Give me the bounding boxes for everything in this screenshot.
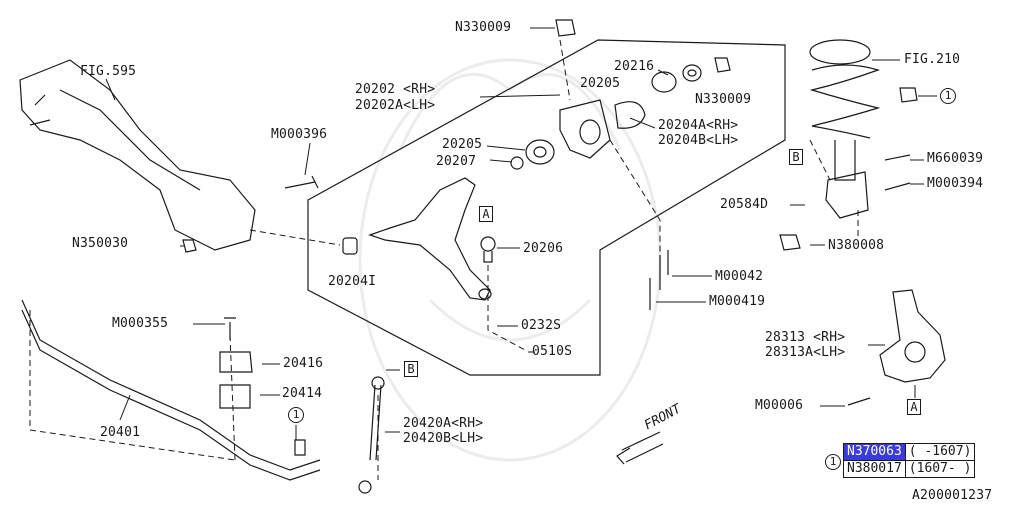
ref-circle-1-strut[interactable]: 1: [940, 88, 956, 104]
diagram-id: A200001237: [912, 488, 993, 503]
ref-circle-1-legend: 1: [825, 454, 841, 470]
label-fig595[interactable]: FIG.595: [80, 64, 137, 79]
label-20206[interactable]: 20206: [523, 241, 564, 256]
label-m00006[interactable]: M00006: [755, 398, 804, 413]
label-20416[interactable]: 20416: [283, 356, 324, 371]
label-0510s[interactable]: 0510S: [532, 344, 573, 359]
label-m000396[interactable]: M000396: [271, 127, 328, 142]
label-20202[interactable]: 20202 <RH>: [355, 82, 436, 97]
ref-box-b-link[interactable]: B: [404, 361, 418, 377]
label-20202a[interactable]: 20202A<LH>: [355, 98, 436, 113]
label-20420b[interactable]: 20420B<LH>: [403, 431, 484, 446]
label-m00042[interactable]: M00042: [715, 269, 764, 284]
stabilizer-bar: [21, 299, 321, 471]
label-20204b[interactable]: 20204B<LH>: [658, 133, 739, 148]
ref-circle-1-link[interactable]: 1: [288, 407, 304, 423]
table-row: N380017 (1607- ): [843, 460, 976, 478]
ref-box-a-knuckle[interactable]: A: [907, 399, 921, 415]
label-28313[interactable]: 28313 <RH>: [765, 330, 846, 345]
label-20205-mid[interactable]: 20205: [442, 137, 483, 152]
label-0232s[interactable]: 0232S: [521, 318, 562, 333]
watermark-emblem: [358, 58, 662, 462]
bushing-20204i: [342, 237, 358, 255]
label-n330009-top[interactable]: N330009: [455, 20, 512, 35]
label-20204a[interactable]: 20204A<RH>: [658, 118, 739, 133]
label-fig210[interactable]: FIG.210: [904, 52, 961, 67]
ref-box-a-arm[interactable]: A: [479, 206, 493, 222]
legend-part-cell[interactable]: N370063: [843, 443, 906, 461]
label-m000355[interactable]: M000355: [112, 316, 169, 331]
label-m660039[interactable]: M660039: [927, 151, 984, 166]
coil-spring: [809, 64, 881, 139]
label-m000394[interactable]: M000394: [927, 176, 984, 191]
label-20401[interactable]: 20401: [100, 425, 141, 440]
label-20207[interactable]: 20207: [436, 154, 477, 169]
label-n380008[interactable]: N380008: [828, 238, 885, 253]
legend-range-cell: (1607- ): [904, 460, 976, 478]
stabilizer-link: [369, 384, 382, 461]
front-arrow: [616, 431, 664, 465]
lower-arm-frame: [307, 39, 786, 376]
label-20204i[interactable]: 20204I: [328, 274, 377, 289]
label-n330009-right[interactable]: N330009: [695, 92, 752, 107]
lower-control-arm: [368, 177, 491, 301]
label-n350030[interactable]: N350030: [72, 236, 129, 251]
label-20584d[interactable]: 20584D: [720, 197, 769, 212]
label-20414[interactable]: 20414: [282, 386, 323, 401]
label-20205-top[interactable]: 20205: [580, 76, 621, 91]
crossmember: [19, 59, 256, 251]
label-m000419[interactable]: M000419: [709, 294, 766, 309]
bushing-housing: [559, 99, 611, 159]
label-20420a[interactable]: 20420A<RH>: [403, 416, 484, 431]
ref-box-b-strut[interactable]: B: [789, 149, 803, 165]
table-row: N370063 ( -1607): [843, 443, 976, 461]
steering-knuckle: [879, 289, 946, 383]
legend-table: N370063 ( -1607) N380017 (1607- ): [843, 443, 976, 478]
label-20216[interactable]: 20216: [614, 59, 655, 74]
legend-part-cell[interactable]: N380017: [843, 460, 906, 478]
label-28313a[interactable]: 28313A<LH>: [765, 345, 846, 360]
legend-range-cell: ( -1607): [904, 443, 976, 461]
